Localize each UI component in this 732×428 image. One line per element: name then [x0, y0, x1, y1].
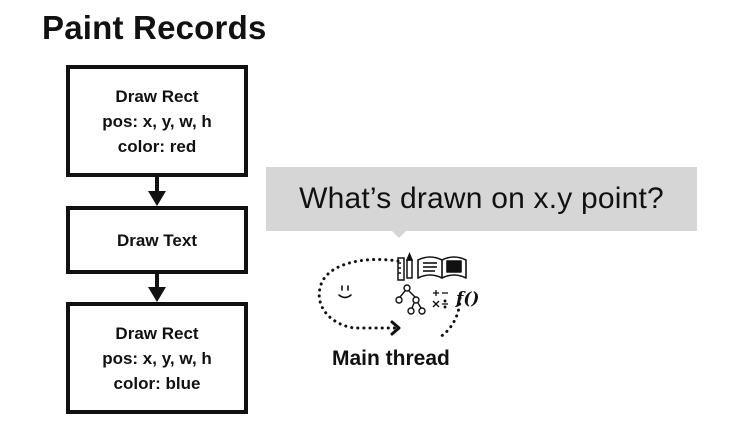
paint-record-draw-rect-blue: Draw Rect pos: x, y, w, h color: blue [66, 302, 248, 414]
flow-arrow [148, 177, 166, 206]
math-symbols-icon [432, 290, 448, 309]
record-line: Draw Rect [115, 86, 199, 106]
open-book-icon [417, 256, 467, 279]
question-bubble: What’s drawn on x.y point? [266, 167, 697, 231]
pencil-ruler-icon [397, 252, 414, 281]
record-line: pos: x, y, w, h [102, 111, 212, 131]
smiley-face-icon [338, 285, 352, 299]
main-thread-illustration: f() [317, 252, 479, 340]
record-line: Draw Rect [115, 323, 199, 343]
page-title: Paint Records [42, 9, 267, 46]
dotted-loop-icon [317, 257, 462, 340]
loop-arrowhead-icon [390, 320, 401, 336]
tree-diagram-icon [395, 284, 426, 315]
paint-record-draw-text: Draw Text [66, 206, 248, 274]
flow-arrow [148, 274, 166, 302]
question-text: What’s drawn on x.y point? [299, 182, 664, 215]
record-line: color: red [117, 136, 197, 156]
main-thread-label: Main thread [332, 347, 450, 370]
record-line: pos: x, y, w, h [102, 348, 212, 368]
bubble-tail [392, 231, 406, 238]
record-line: color: blue [113, 373, 201, 393]
record-line: Draw Text [117, 230, 197, 250]
function-icon: f() [455, 289, 479, 309]
paint-record-draw-rect-red: Draw Rect pos: x, y, w, h color: red [66, 65, 248, 177]
